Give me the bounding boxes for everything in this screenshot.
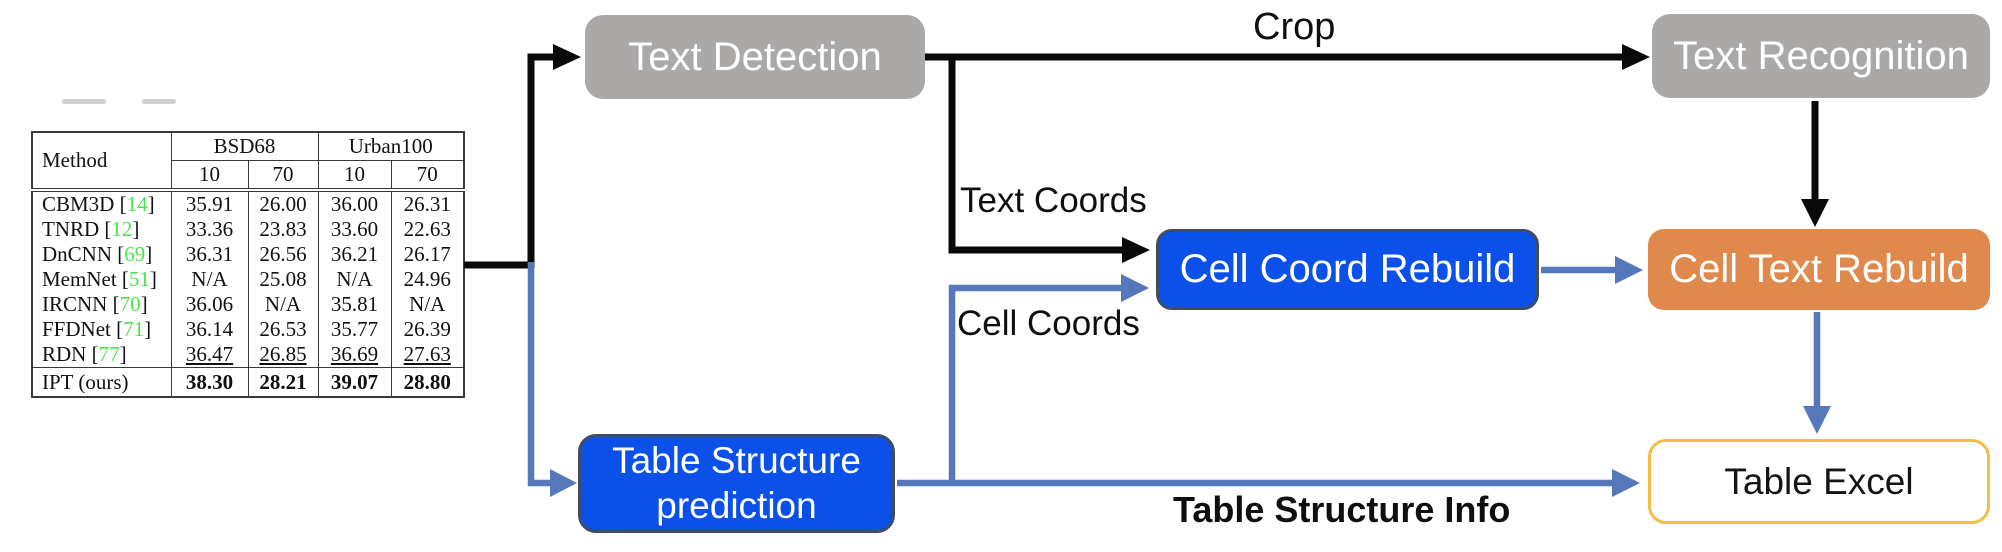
value-cell: 36.14 <box>170 317 248 342</box>
input-table-image: Method BSD68 Urban100 10 70 10 70 CBM3D … <box>31 131 465 398</box>
subcol-header: 70 <box>247 160 318 190</box>
value-cell: 22.63 <box>390 217 464 242</box>
arrow-table-structure-info <box>897 469 1640 497</box>
citation-number: 71 <box>123 317 145 341</box>
value-cell: 36.47 <box>170 342 248 368</box>
method-cell: TNRD [12] <box>42 217 140 241</box>
cell-coord-rebuild-label: Cell Coord Rebuild <box>1179 247 1516 291</box>
subcol-header: 10 <box>317 160 391 190</box>
value-cell: 35.81 <box>317 292 391 317</box>
arrow-rebuild-to-excel <box>1803 312 1831 434</box>
arrow-text-coords <box>948 57 1150 263</box>
value-cell: 36.31 <box>170 242 248 267</box>
citation-number: 70 <box>119 292 141 316</box>
col-header-method: Method <box>32 132 172 190</box>
col-group-bsd68: BSD68 <box>170 132 318 161</box>
value-cell: 26.17 <box>390 242 464 267</box>
citation-number: 14 <box>126 192 148 216</box>
method-cell: RDN [77] <box>42 342 127 366</box>
subcol-header: 10 <box>199 162 220 186</box>
text-recognition-label: Text Recognition <box>1673 33 1969 78</box>
citation-number: 77 <box>98 342 120 366</box>
citation-number: 69 <box>124 242 146 266</box>
cell-text-rebuild-box: Cell Text Rebuild <box>1648 229 1990 310</box>
arrow-cell-coords <box>948 274 1149 483</box>
cell-text-rebuild-label: Cell Text Rebuild <box>1669 247 1969 291</box>
method-cell: MemNet [51] <box>42 267 157 291</box>
value-cell: 24.96 <box>390 267 464 292</box>
crop-edge-label: Crop <box>1253 6 1336 48</box>
table-structure-prediction-box: Table Structure prediction <box>578 434 895 533</box>
text-coords-edge-label: Text Coords <box>960 181 1147 220</box>
value-cell: N/A <box>390 292 464 317</box>
value-cell: 36.00 <box>317 190 391 217</box>
value-cell: 27.63 <box>390 342 464 368</box>
value-cell: N/A <box>317 267 391 292</box>
value-cell: N/A <box>247 292 318 317</box>
value-cell: 26.39 <box>390 317 464 342</box>
scan-artifact <box>142 99 176 104</box>
method-cell: IPT (ours) <box>32 367 171 397</box>
paper-table: Method BSD68 Urban100 10 70 10 70 CBM3D … <box>31 131 465 398</box>
text-recognition-box: Text Recognition <box>1652 14 1990 98</box>
citation-number: 12 <box>111 217 133 241</box>
value-cell: 33.36 <box>170 217 248 242</box>
value-cell: 26.00 <box>247 190 318 217</box>
method-cell: CBM3D [14] <box>42 192 155 216</box>
value-cell: 36.69 <box>317 342 391 368</box>
arrow-recognition-to-celltext <box>1801 101 1829 227</box>
value-cell: 26.56 <box>247 242 318 267</box>
value-cell: 26.53 <box>247 317 318 342</box>
paper-table-header: Method BSD68 Urban100 10 70 10 70 <box>32 132 464 190</box>
value-cell: 23.83 <box>247 217 318 242</box>
value-cell: 36.06 <box>170 292 248 317</box>
scan-artifact <box>62 99 106 104</box>
citation-number: 51 <box>128 267 150 291</box>
value-cell: 36.21 <box>317 242 391 267</box>
value-cell: 38.30 <box>170 367 248 397</box>
text-detection-label: Text Detection <box>628 34 882 79</box>
method-cell: IRCNN [70] <box>42 292 148 316</box>
arrow-coord-to-text-rebuild <box>1541 256 1643 284</box>
cell-coords-edge-label: Cell Coords <box>957 304 1140 343</box>
text-detection-box: Text Detection <box>585 15 925 99</box>
value-cell: N/A <box>170 267 248 292</box>
table-excel-box: Table Excel <box>1648 439 1990 524</box>
value-cell: 39.07 <box>317 367 391 397</box>
arrow-crop <box>925 44 1650 70</box>
cell-coord-rebuild-box: Cell Coord Rebuild <box>1156 229 1539 310</box>
table-structure-info-edge-label: Table Structure Info <box>1173 489 1511 530</box>
value-cell: 28.80 <box>390 367 464 397</box>
col-group-urban100: Urban100 <box>317 132 464 161</box>
value-cell: 35.77 <box>317 317 391 342</box>
subcol-header: 70 <box>390 160 464 190</box>
value-cell: 26.85 <box>247 342 318 368</box>
method-cell: DnCNN [69] <box>42 242 153 266</box>
value-cell: 35.91 <box>170 190 248 217</box>
method-cell: FFDNet [71] <box>42 317 152 341</box>
value-cell: 28.21 <box>247 367 318 397</box>
table-structure-prediction-label: Table Structure prediction <box>612 440 861 526</box>
arrow-input-to-text-detection <box>464 44 581 269</box>
value-cell: 26.31 <box>390 190 464 217</box>
table-excel-label: Table Excel <box>1724 460 1914 502</box>
arrow-input-to-structure <box>527 262 577 497</box>
value-cell: 33.60 <box>317 217 391 242</box>
value-cell: 25.08 <box>247 267 318 292</box>
